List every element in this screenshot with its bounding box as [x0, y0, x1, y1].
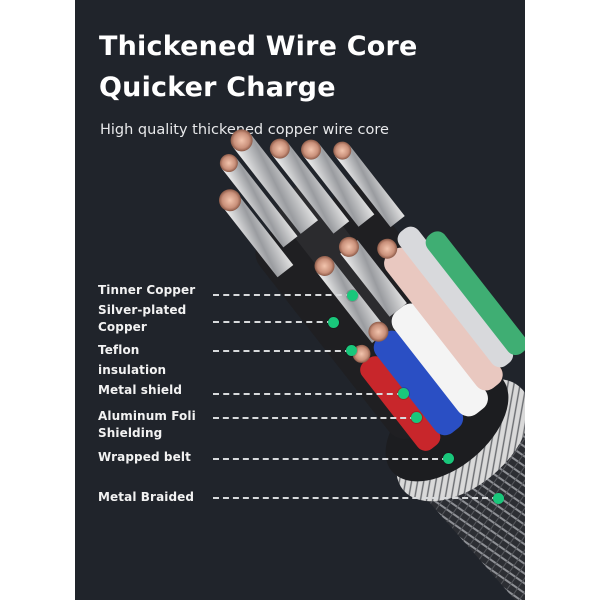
marker-dot-tinner-copper [347, 290, 358, 301]
callout-label-teflon-insulation: Teflon insulation [98, 343, 167, 377]
marker-dot-metal-braided [493, 493, 504, 504]
callout-label-aluminum-foil-shielding: Aluminum Foli Shielding [98, 409, 196, 440]
cable-cross-section-illustration [219, 129, 525, 600]
marker-dot-metal-shield [398, 388, 409, 399]
wire-bundle [219, 129, 525, 451]
leader-line-teflon-insulation [213, 350, 351, 352]
marker-dot-wrapped-belt [443, 453, 454, 464]
marker-dot-silver-plated-copper [328, 317, 339, 328]
leader-line-metal-shield [213, 393, 403, 395]
marker-dot-aluminum-foil-shielding [411, 412, 422, 423]
leader-line-metal-braided [213, 497, 498, 499]
leader-line-wrapped-belt [213, 458, 448, 460]
headline-line-2: Quicker Charge [99, 72, 336, 103]
leader-line-aluminum-foil-shielding [213, 417, 416, 419]
callout-label-silver-plated-copper: Silver-plated Copper [98, 303, 187, 334]
leader-line-tinner-copper [213, 294, 352, 296]
marker-dot-teflon-insulation [346, 345, 357, 356]
callout-label-tinner-copper: Tinner Copper [98, 283, 196, 297]
headline-line-1: Thickened Wire Core [99, 31, 418, 62]
headline: Thickened Wire Core Quicker Charge [99, 26, 418, 108]
callout-label-metal-shield: Metal shield [98, 383, 183, 397]
callout-label-wrapped-belt: Wrapped belt [98, 450, 191, 464]
product-infographic-panel: Thickened Wire Core Quicker Charge High … [75, 0, 525, 600]
leader-line-silver-plated-copper [213, 321, 333, 323]
callout-label-metal-braided: Metal Braided [98, 490, 195, 504]
